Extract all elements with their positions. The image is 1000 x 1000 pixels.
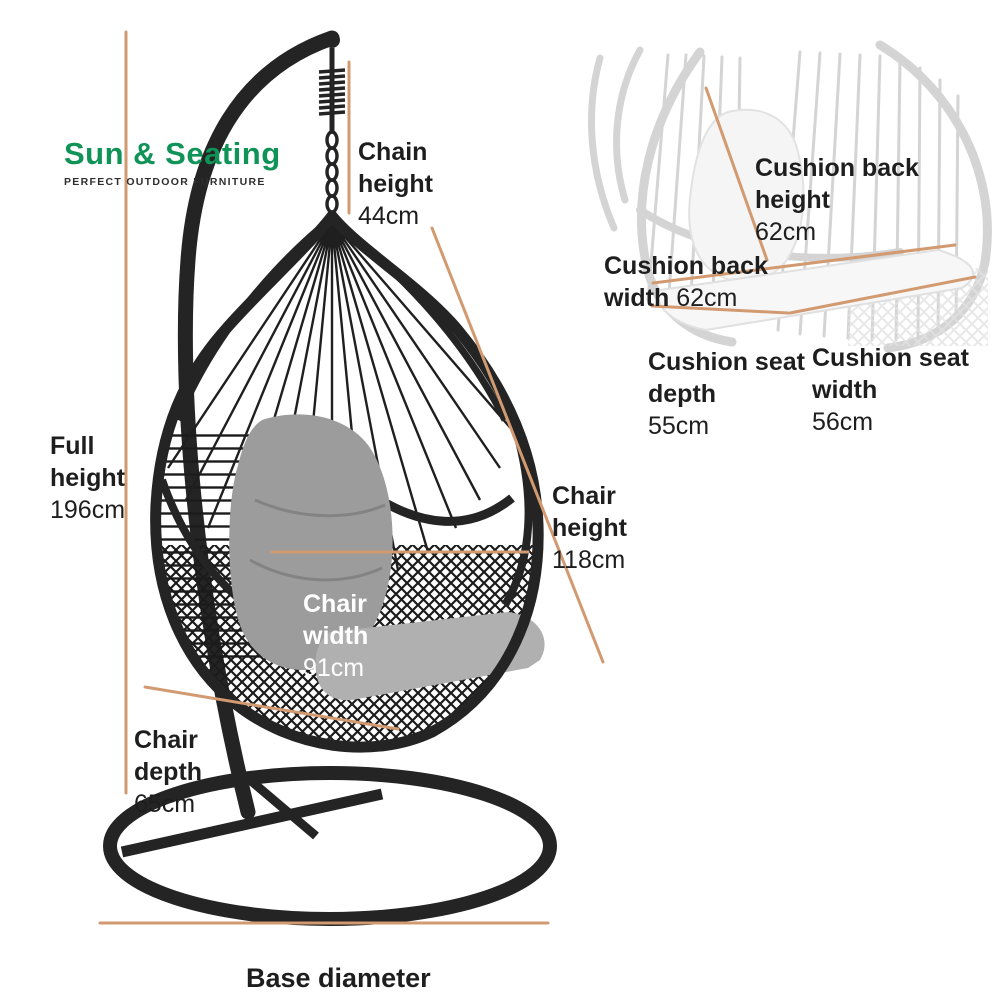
label-chain-height: Chain height 44cm xyxy=(358,104,433,264)
label-value: 65cm xyxy=(134,790,196,818)
label-full-height: Full height 196cm xyxy=(50,398,125,558)
base-brace xyxy=(120,788,384,858)
base-ring xyxy=(103,766,557,926)
label-cushion-back-width: Cushion back width 62cm xyxy=(604,218,768,314)
dimension-line-cushion-back-width xyxy=(651,243,957,285)
label-text: Chair height xyxy=(552,482,627,542)
label-text: Full height xyxy=(50,432,125,492)
back-cushion xyxy=(229,414,393,671)
back-cushion-creases xyxy=(249,498,386,582)
label-text: Cushion seat width xyxy=(812,344,969,404)
label-value: 56cm xyxy=(812,408,874,436)
basket-strings xyxy=(167,221,515,588)
label-cushion-seat-depth: Cushion seat depth 55cm xyxy=(648,314,805,474)
label-cushion-seat-width: Cushion seat width 56cm xyxy=(812,310,969,470)
label-chair-height: Chair height 118cm xyxy=(552,448,627,608)
label-chair-depth: Chair depth 65cm xyxy=(134,692,202,852)
label-chair-width: Chair width 91cm xyxy=(303,556,368,716)
label-value: 118cm xyxy=(552,546,626,574)
base-leg xyxy=(247,776,319,840)
basket-outline xyxy=(150,210,544,753)
label-value: 105cm xyxy=(246,995,431,1000)
label-value: 62cm xyxy=(676,284,738,312)
label-text: Chain height xyxy=(358,138,433,198)
label-cushion-back-height: Cushion back height 62cm xyxy=(755,120,919,280)
seat-cushion xyxy=(315,612,545,701)
label-value: 55cm xyxy=(648,412,710,440)
label-text: Cushion seat depth xyxy=(648,348,805,408)
label-base-diameter: Base diameter 105cm xyxy=(246,926,431,1000)
brand-tagline: PERFECT OUTDOOR FURNITURE xyxy=(64,176,266,188)
chain-and-spring xyxy=(318,48,346,214)
label-text: Cushion back width xyxy=(604,252,768,312)
label-text: Base diameter xyxy=(246,962,431,993)
stand-hook-knob xyxy=(324,32,340,48)
dimension-line-cushion-seat-width xyxy=(788,275,977,315)
dimension-line-cushion-back-height xyxy=(704,86,769,262)
label-text: Cushion back height xyxy=(755,154,919,214)
label-value: 196cm xyxy=(50,496,126,524)
label-value: 91cm xyxy=(303,654,365,682)
label-text: Chair width xyxy=(303,590,369,650)
label-value: 62cm xyxy=(755,218,817,246)
dimension-line-chair-height xyxy=(430,226,605,664)
dimension-line-chair-depth xyxy=(143,685,400,731)
label-value: 44cm xyxy=(358,202,420,230)
brand-logo: Sun & Seating PERFECT OUTDOOR FURNITURE xyxy=(64,136,281,188)
dimension-line-cushion-seat-depth xyxy=(650,304,790,315)
brand-name: Sun & Seating xyxy=(64,136,281,171)
label-text: Chair depth xyxy=(134,726,203,786)
